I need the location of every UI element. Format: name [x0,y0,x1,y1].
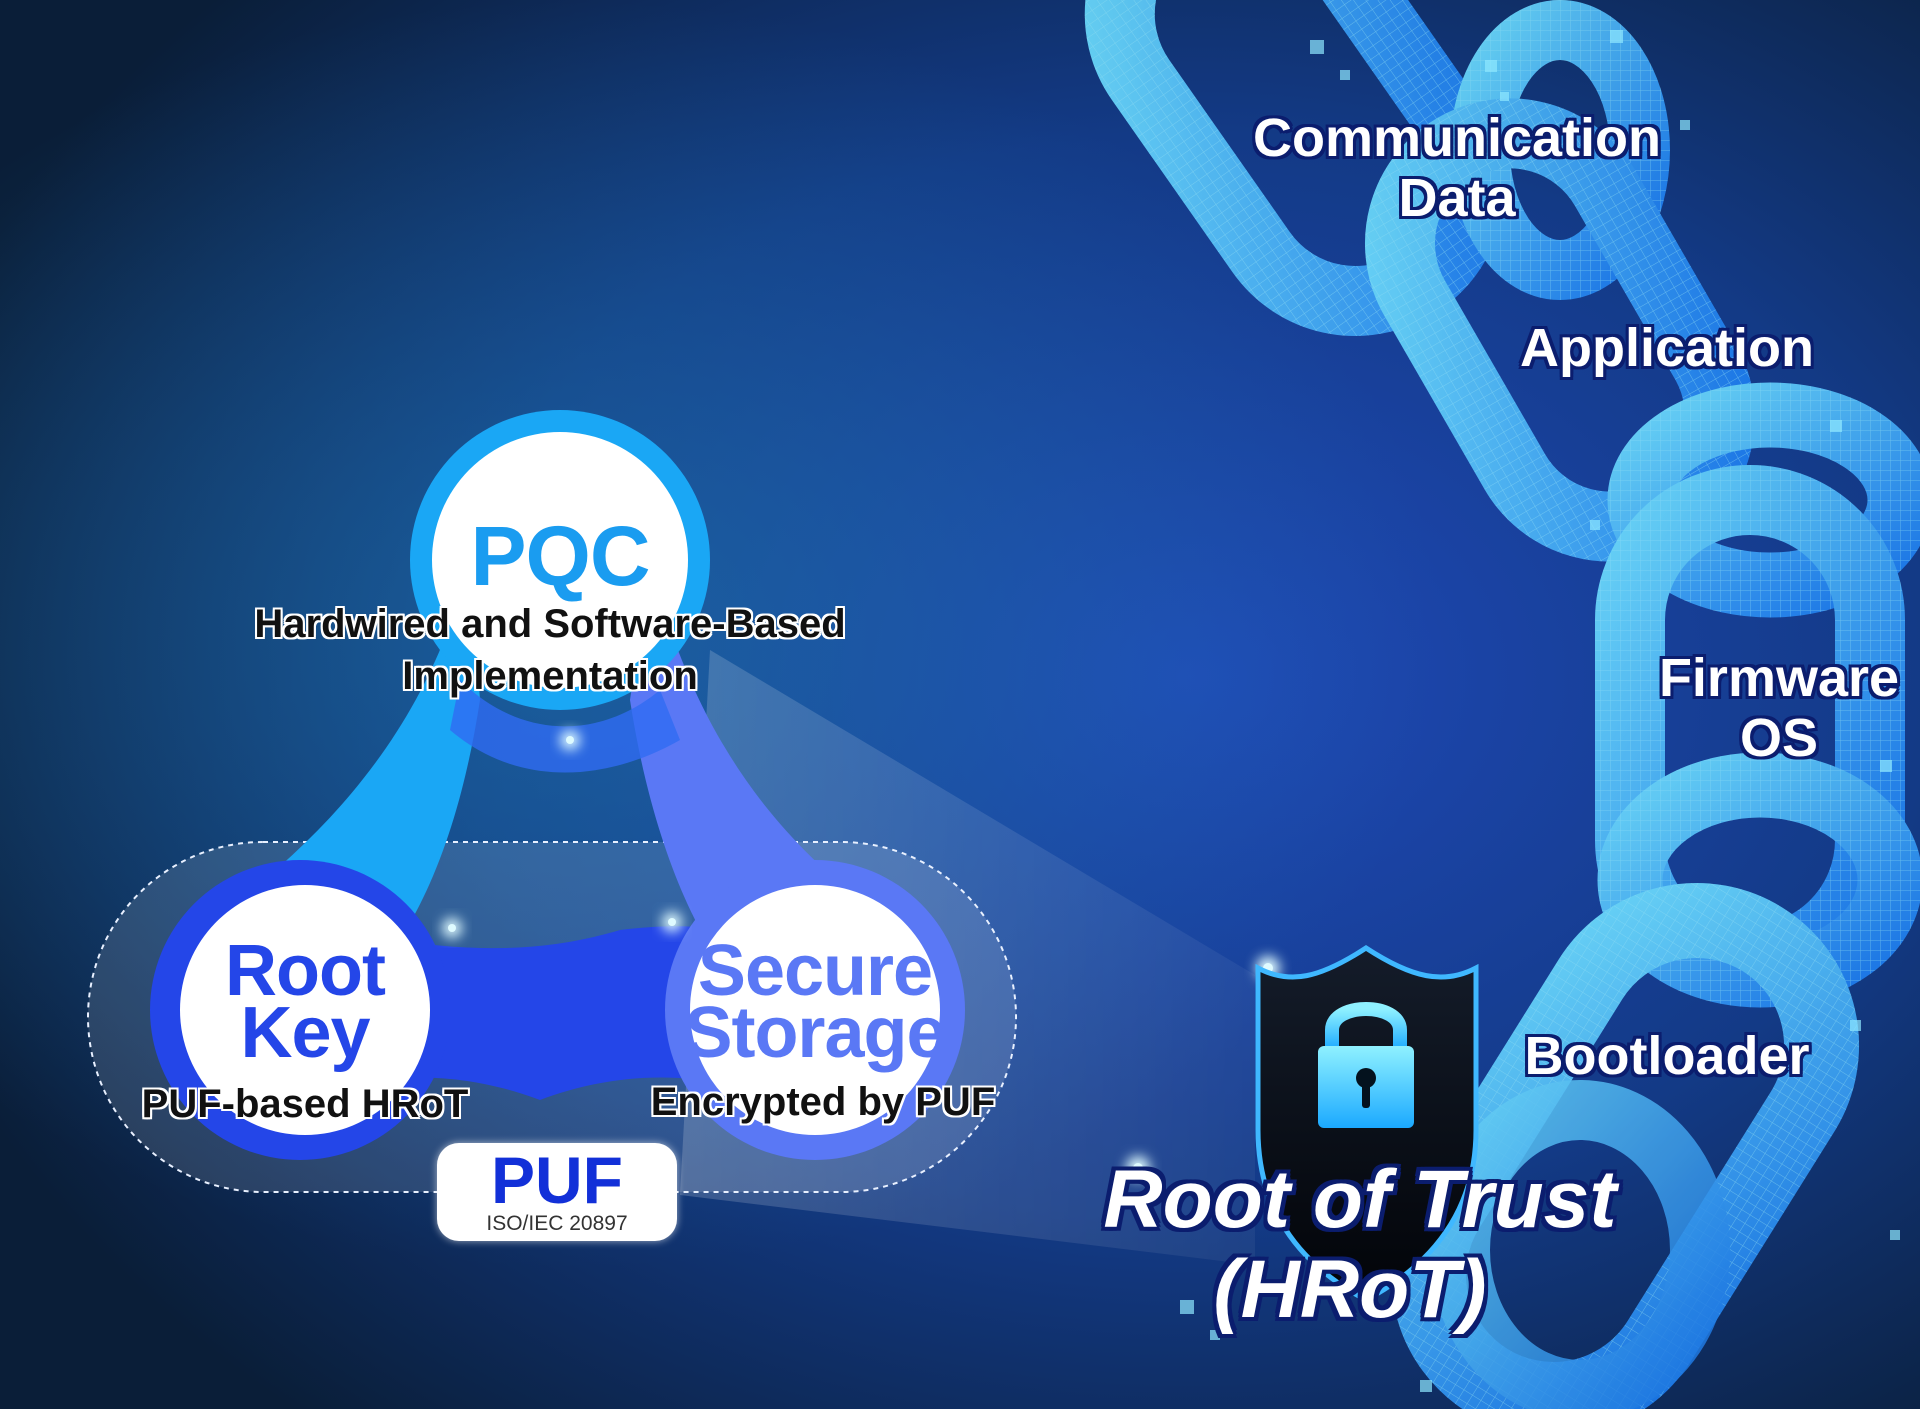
pqc-description-line1: Hardwired and Software-Based [254,602,846,646]
root-key-circle [180,885,430,1135]
puf-badge-standard: ISO/IEC 20897 [486,1212,628,1235]
root-key-title-line1: Root [225,931,386,1011]
chain-label-application: Application [1520,318,1814,378]
secure-storage-caption: Encrypted by PUF [650,1080,996,1124]
root-of-trust-subtitle: (HRoT) [1213,1244,1487,1335]
chain-label-firmware: Firmware [1658,648,1900,708]
chain-particles [1180,30,1900,1392]
chain-label-data: Data [1398,168,1516,228]
root-key-caption: PUF-based HRoT [141,1082,469,1126]
chain-label-bootloader: Bootloader [1524,1026,1810,1086]
chain-link-ring-bottom [1430,1080,1730,1409]
chain-label-communication: Communication [1252,108,1661,168]
secure-storage-title-line2: Storage [684,993,946,1073]
pqc-description-line2: Implementation [402,654,698,698]
puf-badge: PUF ISO/IEC 20897 [437,1143,677,1241]
secure-storage-circle [690,885,940,1135]
lock-icon [1318,1002,1414,1128]
root-of-trust-title: Root of Trust [1103,1154,1617,1245]
pqc-circle [432,432,688,688]
root-key-title-line2: Key [240,993,370,1073]
chain-graphic [1084,0,1920,1409]
puf-badge-title: PUF [491,1143,623,1217]
pqc-title: PQC [470,509,650,603]
secure-storage-title-line1: Secure [697,931,933,1011]
chain-label-os: OS [1739,708,1819,768]
